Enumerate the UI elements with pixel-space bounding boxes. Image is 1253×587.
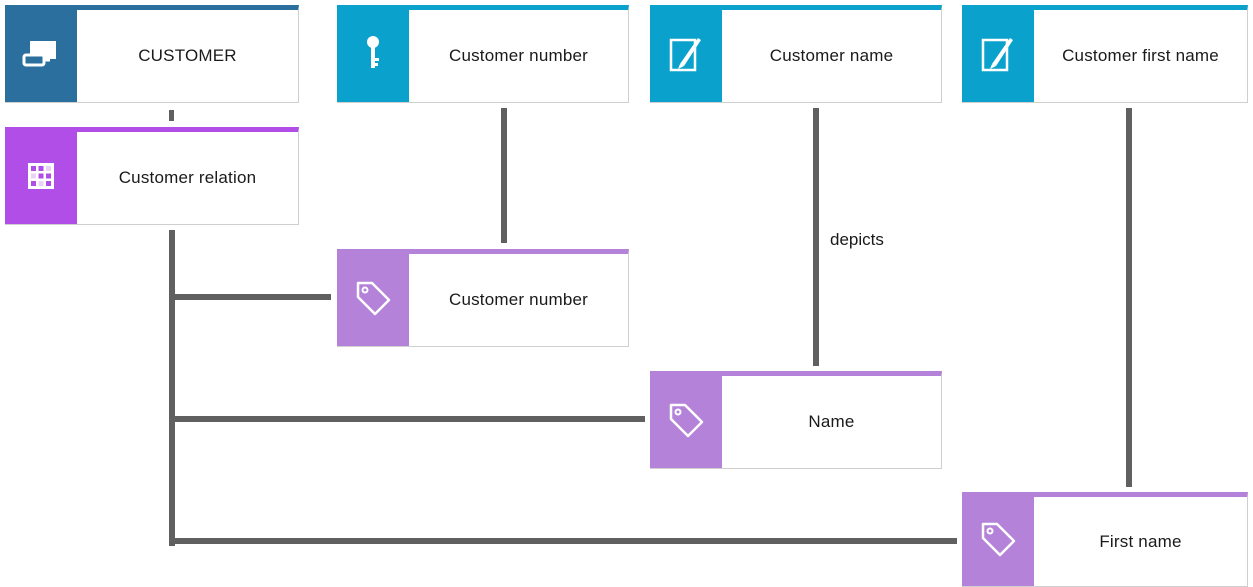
attribute-type-node-name[interactable]: Name: [650, 371, 942, 469]
relation-label-customer-relation: Customer relation: [118, 168, 257, 187]
connector-customer-name-attr-to-name-type: [813, 108, 819, 366]
connector-trunk-to-first-name-type: [169, 538, 957, 544]
pen-document-icon: [962, 5, 1034, 102]
tag-icon: [337, 249, 409, 346]
entity-icon: [5, 5, 77, 102]
pen-document-icon: [650, 5, 722, 102]
key-icon: [337, 5, 409, 102]
entity-node-customer[interactable]: CUSTOMER: [5, 5, 299, 103]
attribute-node-customer-number[interactable]: Customer number: [337, 5, 629, 103]
relation-node-customer-relation[interactable]: Customer relation: [5, 127, 299, 225]
edge-label-depicts: depicts: [830, 230, 884, 249]
connector-customer-to-relation: [169, 110, 174, 121]
connector-relation-trunk: [169, 230, 175, 546]
tag-icon: [650, 371, 722, 468]
relation-table-icon: [5, 127, 77, 224]
attribute-type-label-name: Name: [808, 412, 855, 431]
connector-first-name-attr-to-first-name-type: [1126, 108, 1132, 487]
attribute-type-node-first-name[interactable]: First name: [962, 492, 1248, 587]
attribute-label-customer-first-name: Customer first name: [1062, 46, 1219, 65]
attribute-label-customer-name: Customer name: [769, 46, 894, 65]
entity-label-customer: CUSTOMER: [138, 46, 237, 65]
connector-trunk-to-name-type: [169, 416, 645, 422]
attribute-node-customer-first-name[interactable]: Customer first name: [962, 5, 1248, 103]
tag-icon: [962, 492, 1034, 586]
connector-trunk-to-customer-number-type: [169, 294, 331, 300]
connector-customer-number-attr-to-type: [501, 108, 507, 243]
attribute-label-customer-number: Customer number: [448, 46, 589, 65]
attribute-type-label-first-name: First name: [1099, 531, 1182, 551]
attribute-type-label-customer-number: Customer number: [448, 290, 589, 309]
attribute-node-customer-name[interactable]: Customer name: [650, 5, 942, 103]
attribute-type-node-customer-number[interactable]: Customer number: [337, 249, 629, 347]
